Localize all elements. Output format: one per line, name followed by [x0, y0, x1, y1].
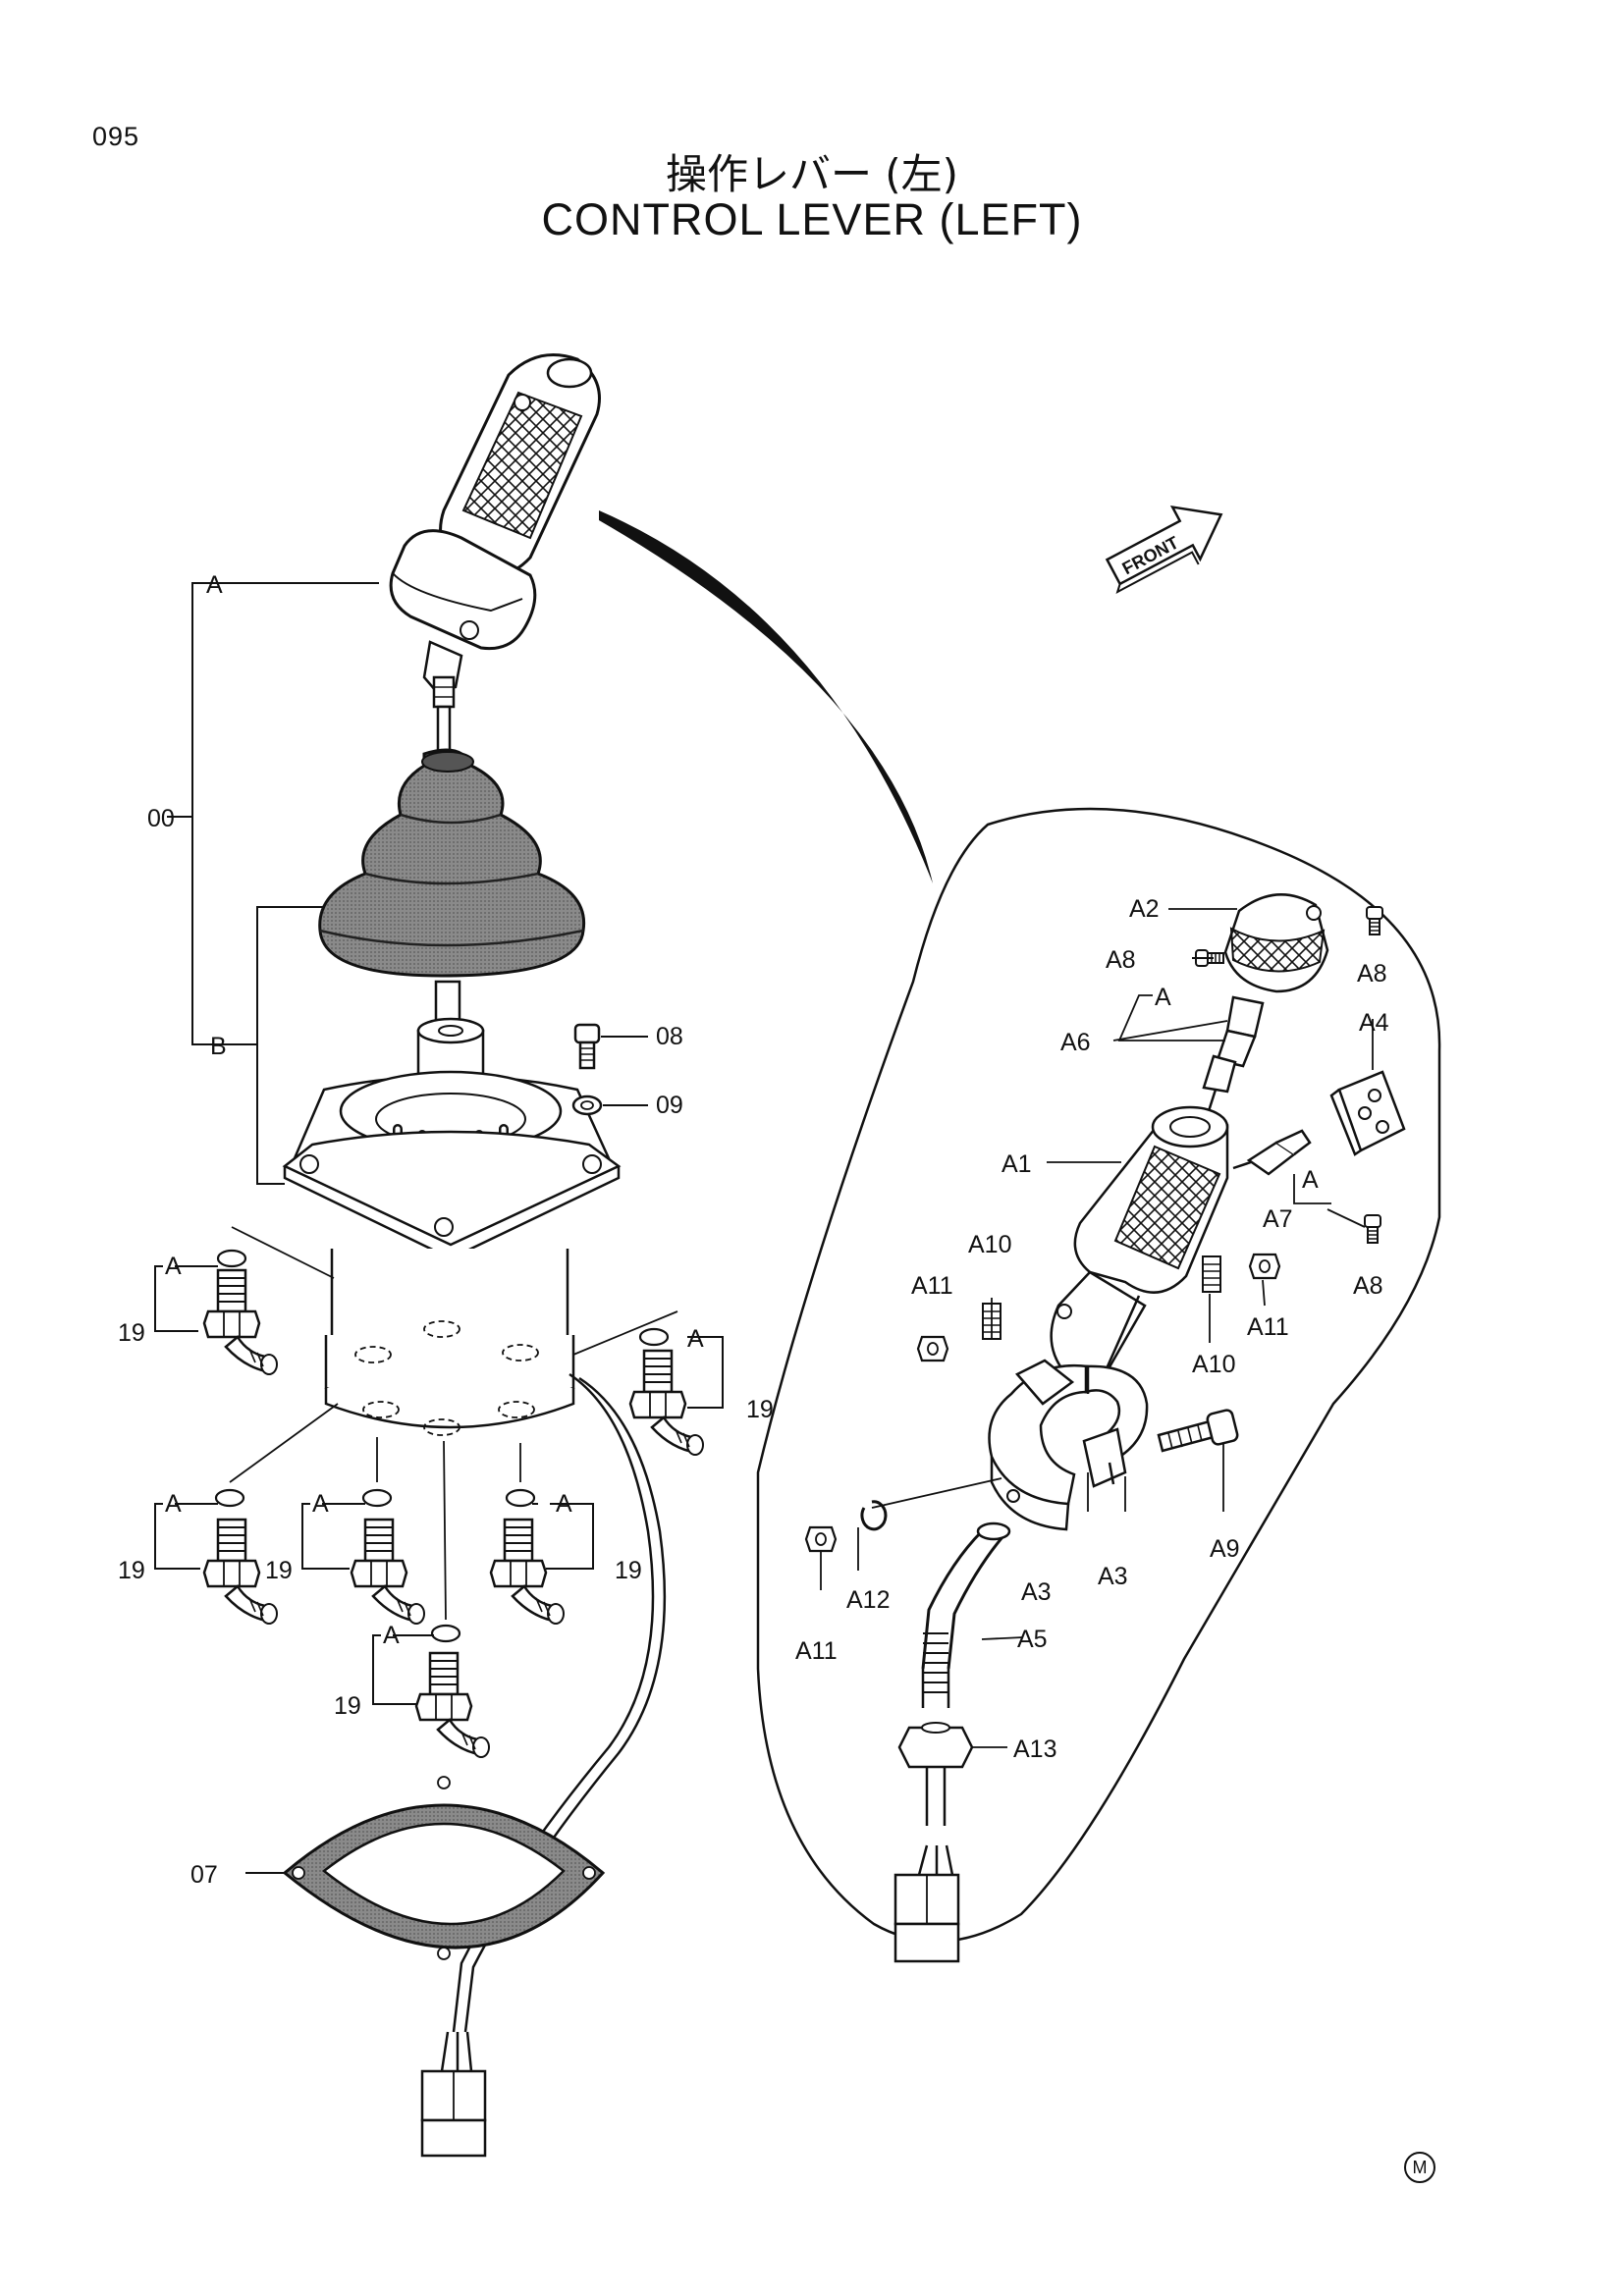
callout-fitting-19: 19 — [334, 1692, 361, 1720]
callout-cable-a5: A5 — [1017, 1626, 1048, 1653]
switch-a6 — [1198, 995, 1265, 1140]
cable-a5 — [921, 1522, 1011, 1708]
gasket-07 — [282, 1776, 606, 1960]
callout-fitting-19: 19 — [118, 1319, 145, 1347]
clamp-bolt-a9 — [1157, 1409, 1239, 1453]
callout-screw-a8: A8 — [1106, 946, 1136, 974]
callout-fitting-19: 19 — [118, 1557, 145, 1584]
plate-a4 — [1329, 1070, 1406, 1156]
callout-screw-a8: A8 — [1353, 1272, 1383, 1300]
callout-fitting-19: 19 — [746, 1396, 774, 1423]
manufacturer-mark: M — [1404, 2152, 1435, 2183]
callout-grip-a1: A1 — [1001, 1150, 1032, 1178]
callout-sub-b: B — [210, 1033, 227, 1060]
callout-cap-a2: A2 — [1129, 895, 1160, 923]
detail-leader — [599, 510, 933, 883]
callout-plate-a4: A4 — [1359, 1009, 1389, 1037]
callout-switch-a7: A7 — [1263, 1205, 1293, 1233]
callout-fitting-19: 19 — [615, 1557, 642, 1584]
page-number: 095 — [92, 122, 140, 151]
clamp-a3 — [988, 1359, 1149, 1531]
washer-09 — [571, 1095, 648, 1116]
callout-gasket-07: 07 — [190, 1861, 218, 1889]
grip-connector — [893, 1844, 960, 1963]
callout-set-screw-a10: A10 — [1192, 1351, 1235, 1378]
callout-assembly-00: 00 — [147, 805, 175, 832]
callout-nut-a11: A11 — [1247, 1313, 1289, 1341]
callout-fitting-19: 19 — [265, 1557, 293, 1584]
grip-a1 — [1050, 1105, 1229, 1386]
callout-switch-a6: A6 — [1060, 1029, 1091, 1056]
harness-connector — [420, 2031, 487, 2158]
switch-a7 — [1232, 1129, 1312, 1176]
callout-bolt-08: 08 — [656, 1023, 683, 1050]
port-fitting-19 — [202, 1249, 705, 1759]
control-lever-assembly — [154, 353, 724, 2158]
rubber-boot — [318, 748, 586, 978]
front-direction-arrow: FRONT — [1105, 505, 1223, 594]
cable-nut-a13 — [897, 1722, 974, 1826]
grip-cap-a2 — [1223, 893, 1329, 993]
bolt-08 — [573, 1023, 648, 1070]
callout-washer-09: 09 — [656, 1092, 683, 1119]
callout-clamp-a3: A3 — [1098, 1563, 1128, 1590]
callout-o-ring-a: A — [165, 1253, 182, 1280]
callout-clamp-a3: A3 — [1021, 1578, 1052, 1606]
lever-grip — [389, 353, 601, 758]
callout-o-ring-a: A — [556, 1490, 572, 1518]
callout-sub-a: A — [1302, 1166, 1319, 1194]
callout-o-ring-a: A — [165, 1490, 182, 1518]
page-title-japanese: 操作レバー (左) — [665, 150, 959, 198]
callout-o-ring-a: A — [383, 1622, 400, 1649]
callout-nut-a11: A11 — [795, 1637, 838, 1665]
callout-set-screw-a10: A10 — [968, 1231, 1011, 1258]
callout-screw-a8: A8 — [1357, 960, 1387, 988]
page-title: CONTROL LEVER (LEFT) — [541, 194, 1083, 244]
grip-detail-view — [756, 807, 1441, 1963]
callout-snap-ring-a12: A12 — [846, 1586, 890, 1614]
callout-o-ring-a: A — [312, 1490, 329, 1518]
valve-body — [282, 1017, 622, 1436]
callout-cable-nut-a13: A13 — [1013, 1735, 1056, 1763]
callout-o-ring-a: A — [687, 1325, 704, 1353]
snap-ring-a12 — [860, 1500, 888, 1531]
callout-sub-a: A — [1155, 984, 1171, 1011]
callout-nut-a11: A11 — [911, 1272, 953, 1300]
callout-sub-a: A — [206, 571, 223, 599]
callout-clamp-bolt-a9: A9 — [1210, 1535, 1240, 1563]
